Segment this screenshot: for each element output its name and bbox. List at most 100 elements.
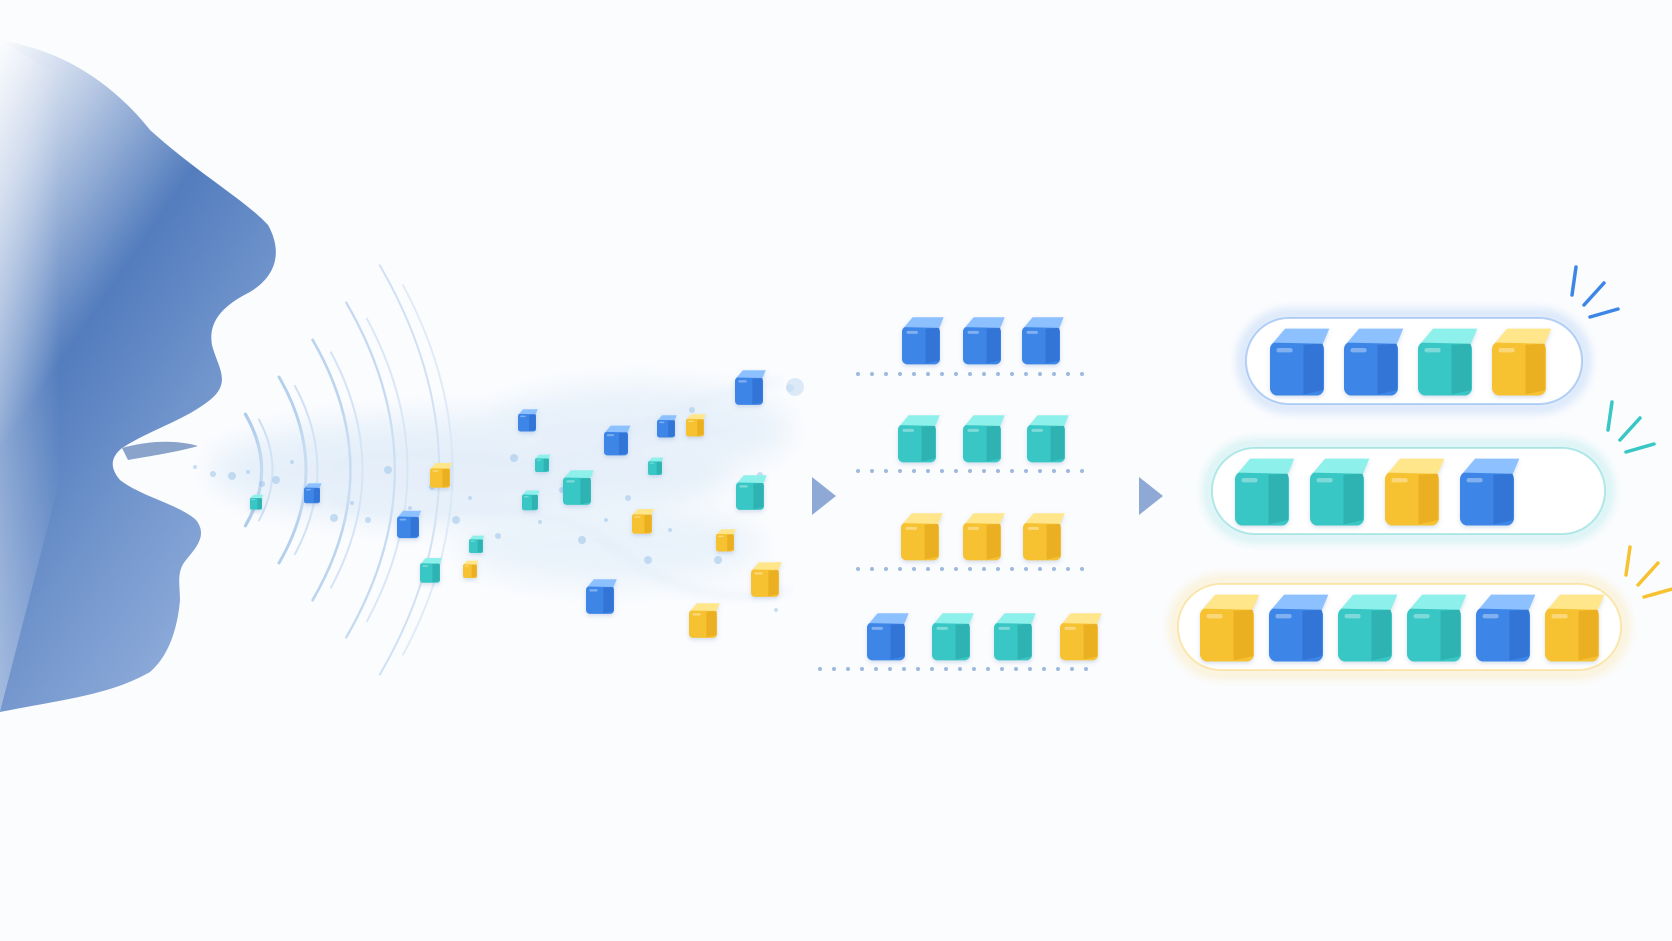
separator-dot <box>1024 567 1028 571</box>
particle-dot <box>468 496 472 500</box>
token-groups <box>818 317 1102 671</box>
token-cube-blue <box>867 613 909 661</box>
separator-dot <box>1042 667 1046 671</box>
separator-dot <box>860 667 864 671</box>
token-cube-blue <box>586 579 617 614</box>
particle-dot <box>668 528 672 532</box>
token-cube-blue <box>1270 328 1330 396</box>
separator-dot <box>1000 667 1004 671</box>
separator-dot <box>1010 469 1014 473</box>
separator-dot <box>940 567 944 571</box>
speaker-face-silhouette-icon <box>0 40 276 712</box>
token-cube-blue <box>735 370 766 405</box>
separator-dot <box>1024 469 1028 473</box>
token-cube-blue <box>304 483 322 504</box>
separator-dot <box>856 469 860 473</box>
particle-dot <box>538 520 542 524</box>
separator-dot <box>1066 372 1070 376</box>
separator-dot <box>898 372 902 376</box>
separator-dot <box>940 372 944 376</box>
separator-dot <box>874 667 878 671</box>
token-cube-blue <box>1022 317 1064 365</box>
particle-dot <box>714 556 722 564</box>
separator-dot <box>986 667 990 671</box>
separator-dot <box>982 372 986 376</box>
particle-dot <box>578 536 586 544</box>
token-cube-teal <box>1338 594 1398 662</box>
particle-dot <box>774 608 778 612</box>
separator-dot <box>944 667 948 671</box>
token-group <box>818 613 1102 671</box>
token-cube-blue <box>963 317 1005 365</box>
separator-dot <box>1038 567 1042 571</box>
separator-dot <box>940 469 944 473</box>
separator-dot <box>912 469 916 473</box>
token-cube-blue <box>902 317 944 365</box>
sparkle-icon <box>1624 545 1672 599</box>
separator-dot <box>926 372 930 376</box>
particle-dot <box>604 518 608 522</box>
token-cube-yellow <box>1200 594 1260 662</box>
particle-dot <box>786 378 804 396</box>
separator-dot <box>1052 469 1056 473</box>
separator-dot <box>912 372 916 376</box>
particle-dot <box>625 495 631 501</box>
token-group <box>856 317 1084 376</box>
separator-dot <box>926 469 930 473</box>
token-cube-yellow <box>1545 594 1605 662</box>
particle-dot <box>246 470 250 474</box>
separator-dot <box>870 372 874 376</box>
separator-dot <box>856 372 860 376</box>
particle-dot <box>510 454 518 462</box>
separator-dot <box>1014 667 1018 671</box>
separator-dot <box>1038 469 1042 473</box>
separator-dot <box>1084 667 1088 671</box>
separator-dot <box>982 567 986 571</box>
separator-dot <box>1038 372 1042 376</box>
separator-dot <box>846 667 850 671</box>
arrow-right-icon <box>812 477 836 515</box>
token-cube-teal <box>1418 328 1478 396</box>
separator-dot <box>996 372 1000 376</box>
separator-dot <box>1024 372 1028 376</box>
sequence-glow <box>1204 440 1613 542</box>
token-cube-teal <box>1407 594 1467 662</box>
separator-dot <box>884 372 888 376</box>
token-cube-teal <box>1027 415 1069 463</box>
particle-dot <box>272 476 280 484</box>
separator-dot <box>898 469 902 473</box>
token-cube-yellow <box>1060 613 1102 661</box>
separator-dot <box>832 667 836 671</box>
separator-dot <box>972 667 976 671</box>
token-cube-teal <box>535 454 551 472</box>
token-cube-teal <box>522 490 540 511</box>
token-cube-teal <box>736 475 767 510</box>
arrow-right-icon <box>1139 477 1163 515</box>
token-cube-blue <box>1269 594 1329 662</box>
separator-dot <box>916 667 920 671</box>
separator-dot <box>968 469 972 473</box>
separator-dot <box>954 372 958 376</box>
particle-dot <box>290 460 294 464</box>
separator-dot <box>1028 667 1032 671</box>
separator-dot <box>926 567 930 571</box>
token-group <box>856 513 1084 571</box>
scattered-tokens <box>250 370 782 638</box>
separator-dot <box>870 469 874 473</box>
separator-dot <box>958 667 962 671</box>
token-cube-blue <box>604 425 631 456</box>
sparkle-icons <box>1570 265 1672 599</box>
token-sequence <box>1204 440 1613 542</box>
token-cube-yellow <box>689 603 720 638</box>
separator-dot <box>818 667 822 671</box>
separator-dot <box>968 372 972 376</box>
particle-dot <box>384 466 392 474</box>
token-cube-blue <box>1476 594 1536 662</box>
token-cube-teal <box>994 613 1036 661</box>
particle-dot <box>408 506 412 510</box>
separator-dot <box>884 469 888 473</box>
particle-dot <box>689 407 695 413</box>
separator-dot <box>1070 667 1074 671</box>
particle-dot <box>350 501 354 505</box>
